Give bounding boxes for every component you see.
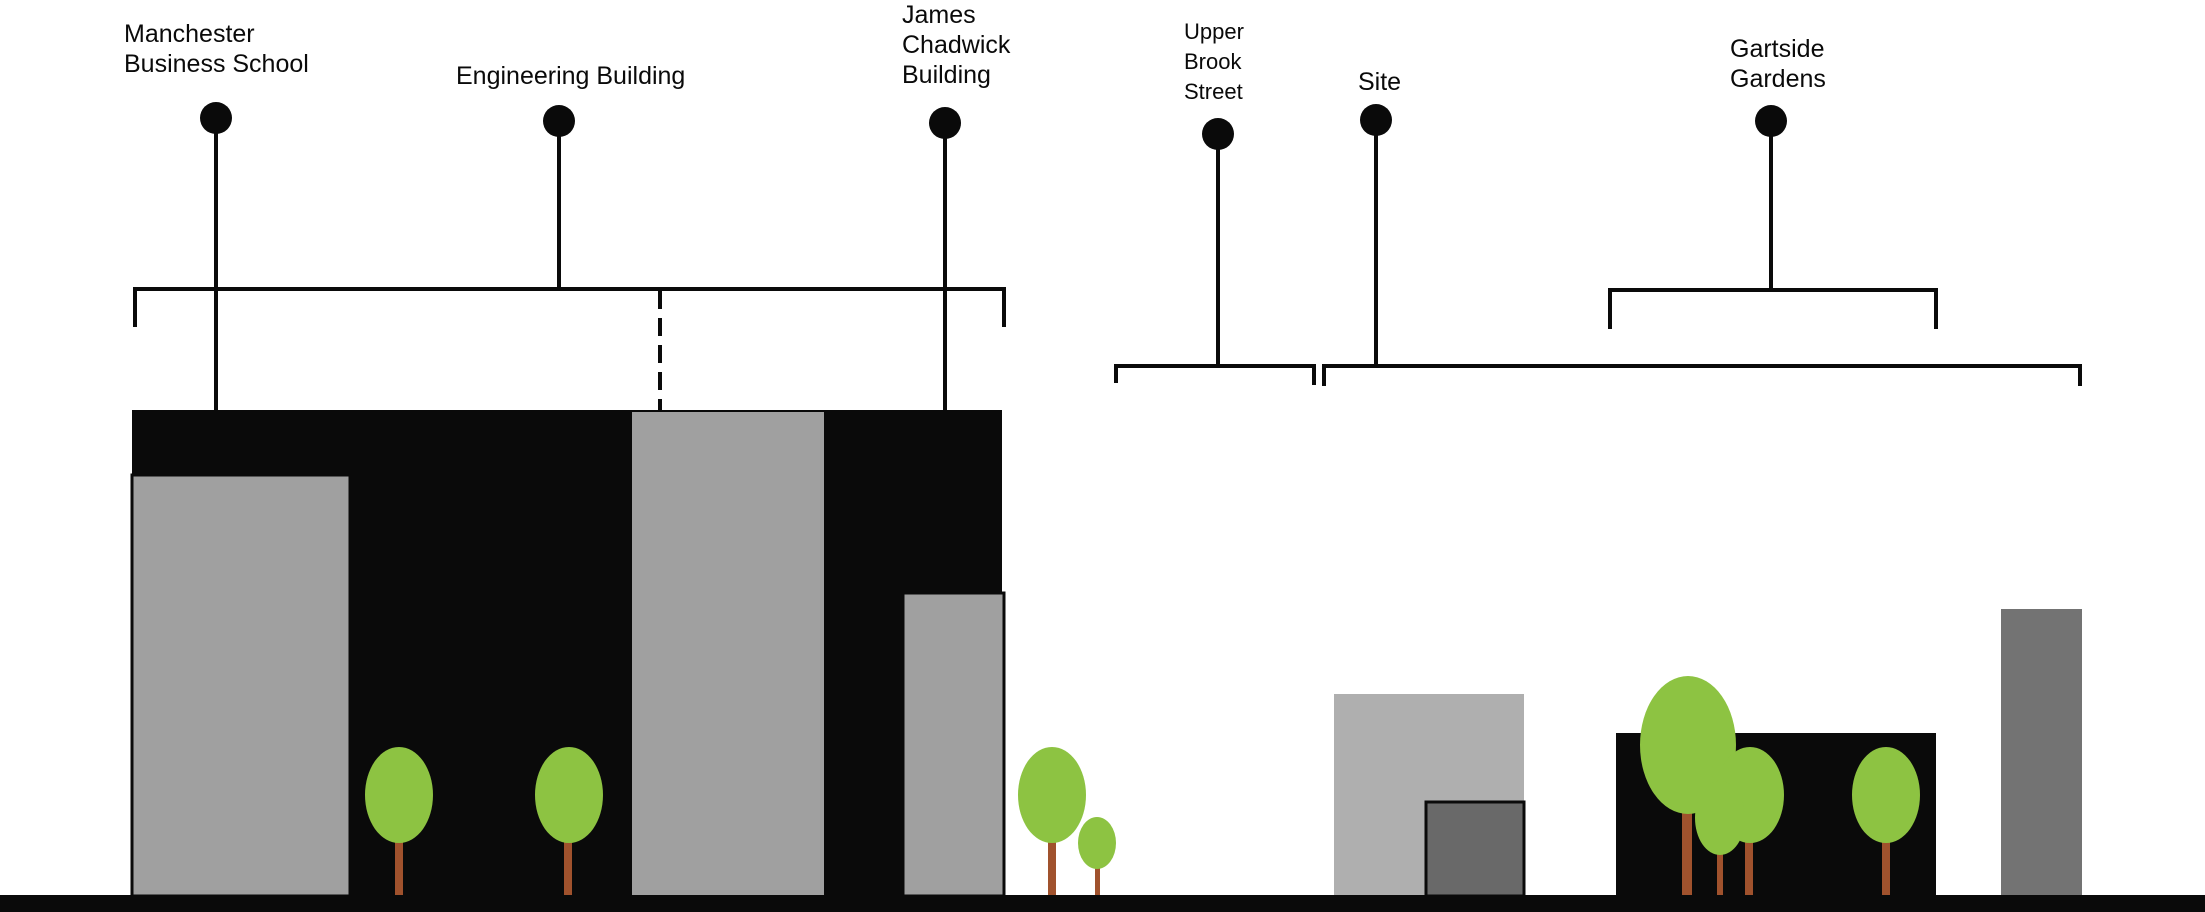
tree xyxy=(1018,747,1086,896)
leader-lines xyxy=(214,118,1773,410)
label-site: Site xyxy=(1358,68,1402,96)
marker-gartside-gardens xyxy=(1755,105,1787,137)
grouping-brackets xyxy=(133,287,2082,410)
marker-site xyxy=(1360,104,1392,136)
label-manchester-business-school: Manchester Business School xyxy=(124,20,309,78)
tree xyxy=(1640,676,1736,896)
manchester-business-school-block xyxy=(130,473,352,898)
marker-upper-brook-street xyxy=(1202,118,1234,150)
marker-engineering-building xyxy=(543,105,575,137)
label-markers xyxy=(200,102,1787,150)
upper-brook-street-bracket xyxy=(1114,364,1316,385)
label-upper-brook-street: Upper Brook Street xyxy=(1184,19,1244,104)
trees xyxy=(365,676,1920,896)
tree xyxy=(365,747,433,896)
tree xyxy=(1078,817,1116,896)
university-bracket xyxy=(133,287,1006,327)
far-right-building xyxy=(2001,609,2082,896)
label-james-chadwick-building: James Chadwick Building xyxy=(902,1,1011,89)
tree xyxy=(1852,747,1920,896)
marker-james-chadwick-building xyxy=(929,107,961,139)
tree xyxy=(535,747,603,896)
gartside-gardens-bracket xyxy=(1608,288,1938,329)
engineering-building-tower xyxy=(632,412,824,896)
marker-manchester-business-school xyxy=(200,102,232,134)
label-gartside-gardens: Gartside Gardens xyxy=(1730,35,1826,93)
ground-line xyxy=(0,895,2205,912)
site-bracket xyxy=(1322,364,2082,386)
site-annex xyxy=(1424,800,1526,898)
tree xyxy=(1695,781,1745,896)
james-chadwick-building-block xyxy=(901,591,1006,898)
label-engineering-building: Engineering Building xyxy=(456,62,686,90)
